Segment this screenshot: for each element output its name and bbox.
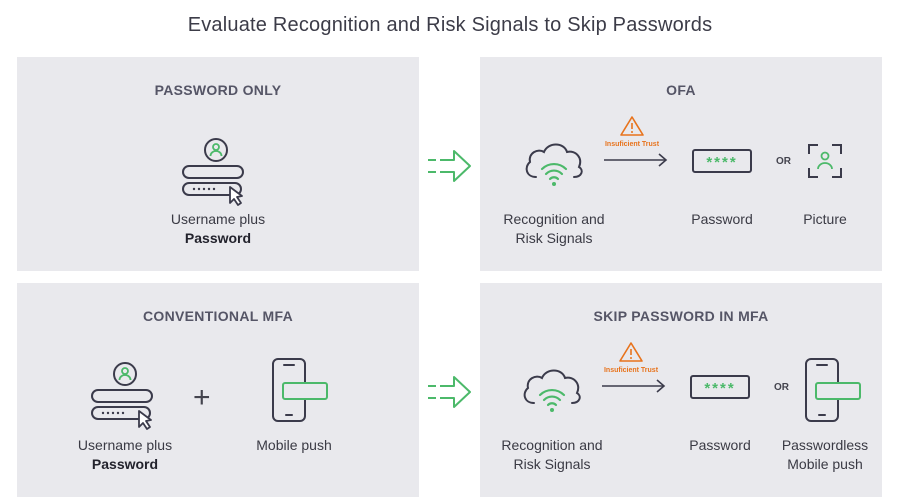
signals-label: Recognition and Risk Signals — [494, 210, 614, 248]
username-plus-label: Username plus Password — [118, 210, 318, 248]
panel-skip-password: SKIP PASSWORD IN MFA Insuficient Trust *… — [480, 283, 882, 497]
label-line1: Passwordless — [781, 437, 869, 453]
or-label: OR — [774, 382, 789, 393]
panel-title: OFA — [666, 82, 696, 98]
password-label: Password — [691, 211, 753, 227]
label-line1: Username plus — [170, 211, 266, 227]
label-line2: Password — [91, 456, 159, 472]
mobile-push-icon — [805, 358, 861, 422]
password-field-icon: **** — [690, 375, 750, 399]
panel-password-only: PASSWORD ONLY Username plus Password — [17, 57, 419, 271]
password-stars: **** — [704, 380, 736, 397]
panel-title: SKIP PASSWORD IN MFA — [593, 308, 769, 324]
label-line1: Recognition and — [501, 437, 603, 453]
login-form-icon — [182, 138, 244, 206]
mobile-push-icon — [272, 358, 328, 422]
username-plus-label: Username plus Password — [25, 436, 225, 474]
picture-label: Picture — [803, 211, 847, 227]
arrow-icon — [604, 153, 668, 167]
password-field-icon: **** — [692, 149, 752, 173]
warning-label: Insuficient Trust — [604, 141, 660, 148]
label-line1: Username plus — [77, 437, 173, 453]
panel-title: PASSWORD ONLY — [154, 82, 282, 98]
label-line2: Mobile push — [787, 456, 863, 472]
signals-label: Recognition and Risk Signals — [492, 436, 612, 474]
transition-arrow-icon — [428, 150, 471, 182]
warning-label: Insuficient Trust — [603, 367, 659, 374]
panel-conventional-mfa: CONVENTIONAL MFA + Username plus Passwor… — [17, 283, 419, 497]
label-line2: Risk Signals — [515, 230, 593, 246]
face-scan-icon — [808, 144, 842, 178]
login-form-icon — [91, 362, 153, 430]
label-line2: Password — [184, 230, 252, 246]
page-title: Evaluate Recognition and Risk Signals to… — [187, 14, 713, 36]
panel-title: CONVENTIONAL MFA — [143, 308, 293, 324]
label-line2: Risk Signals — [513, 456, 591, 472]
arrow-icon — [602, 379, 666, 393]
cloud-wifi-icon — [523, 369, 581, 412]
passwordless-label: Passwordless Mobile push — [775, 436, 875, 474]
warning-icon — [620, 116, 644, 136]
password-stars: **** — [706, 154, 738, 171]
mobile-push-label: Mobile push — [256, 437, 332, 453]
plus-sign: + — [193, 381, 211, 414]
panel-ofa: OFA Insuficient Trust **** OR Recognitio… — [480, 57, 882, 271]
password-label: Password — [689, 437, 751, 453]
transition-arrow-icon — [428, 376, 471, 408]
cloud-wifi-icon — [525, 143, 583, 186]
warning-icon — [619, 342, 643, 362]
label-line1: Recognition and — [503, 211, 605, 227]
or-label: OR — [776, 156, 791, 167]
